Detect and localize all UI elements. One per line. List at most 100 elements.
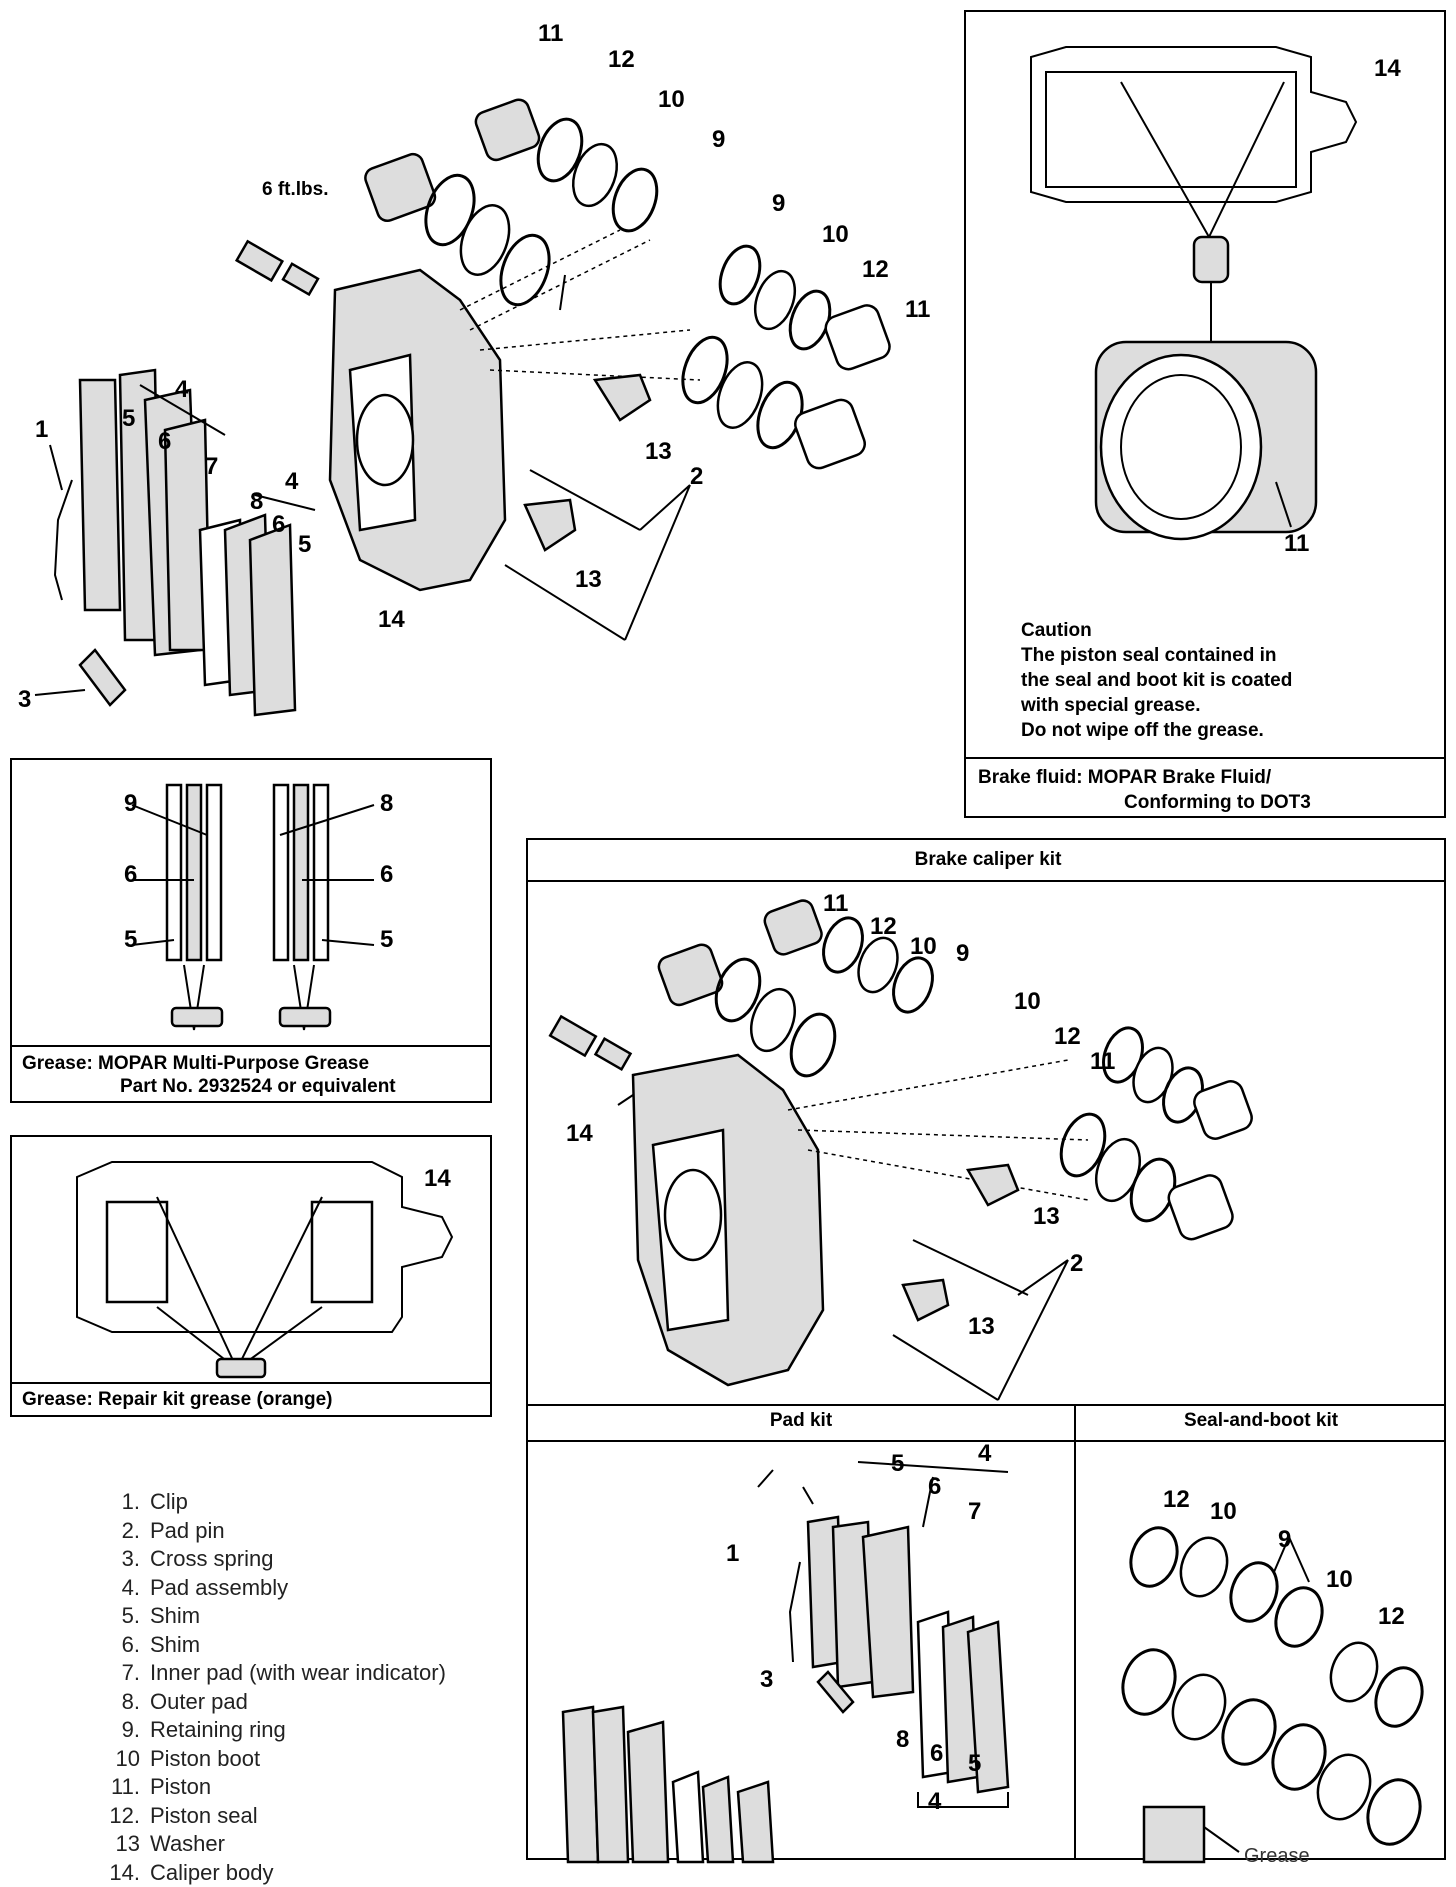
legend-text: Pad pin bbox=[150, 1517, 225, 1546]
legend-number: 9. bbox=[100, 1716, 140, 1745]
legend-number: 8. bbox=[100, 1688, 140, 1717]
legend-text: Retaining ring bbox=[150, 1716, 286, 1745]
main-diagram-drawing bbox=[0, 0, 950, 740]
main-label-13b: 13 bbox=[575, 568, 602, 592]
legend-number: 7. bbox=[100, 1659, 140, 1688]
main-label-4b: 4 bbox=[285, 470, 298, 494]
piston-detail-panel: 14 11 Caution The piston seal contained … bbox=[964, 10, 1446, 818]
main-label-6a: 6 bbox=[158, 430, 171, 454]
shim-grease-panel: 9 6 5 8 6 5 Grease: MOPAR Multi-Purpose … bbox=[10, 758, 492, 1103]
seal-label-12b: 12 bbox=[1378, 1605, 1405, 1629]
pad-label-5a: 5 bbox=[891, 1452, 904, 1476]
caliper-label-12b: 12 bbox=[1054, 1025, 1081, 1049]
main-label-13a: 13 bbox=[645, 440, 672, 464]
pad-label-4b: 4 bbox=[928, 1790, 941, 1814]
repair-grease-drawing bbox=[12, 1137, 494, 1419]
pad-label-4a: 4 bbox=[978, 1442, 991, 1466]
legend-text: Piston bbox=[150, 1773, 211, 1802]
main-label-4a: 4 bbox=[175, 378, 188, 402]
legend-item: 13 Washer bbox=[100, 1830, 446, 1859]
main-label-8: 8 bbox=[250, 490, 263, 514]
shim-right-label-8: 8 bbox=[380, 792, 393, 816]
kits-panel: Brake caliper kit Pad kit Seal-and-boot … bbox=[526, 838, 1446, 1860]
caution-line-3: with special grease. bbox=[1021, 695, 1201, 718]
main-label-11b: 11 bbox=[905, 298, 930, 322]
legend-item: 8. Outer pad bbox=[100, 1688, 446, 1717]
pad-kit-drawing bbox=[528, 1442, 1074, 1860]
legend-number: 6. bbox=[100, 1631, 140, 1660]
legend-text: Piston seal bbox=[150, 1802, 258, 1831]
caution-line-4: Do not wipe off the grease. bbox=[1021, 720, 1264, 743]
main-label-10a: 10 bbox=[658, 88, 685, 112]
shim-left-label-9: 9 bbox=[124, 792, 137, 816]
legend-item: 12. Piston seal bbox=[100, 1802, 446, 1831]
caliper-label-12a: 12 bbox=[870, 915, 897, 939]
legend-item: 1.Clip bbox=[100, 1488, 446, 1517]
main-label-12a: 12 bbox=[608, 48, 635, 72]
legend-number: 14. bbox=[100, 1859, 140, 1887]
pad-label-7: 7 bbox=[968, 1500, 981, 1524]
legend-text: Pad assembly bbox=[150, 1574, 288, 1603]
caution-line-1: The piston seal contained in bbox=[1021, 645, 1276, 668]
legend-number: 4. bbox=[100, 1574, 140, 1603]
pad-label-6b: 6 bbox=[930, 1742, 943, 1766]
legend-item: 6.Shim bbox=[100, 1631, 446, 1660]
main-label-10b: 10 bbox=[822, 223, 849, 247]
legend-text: Piston boot bbox=[150, 1745, 260, 1774]
legend-item: 9. Retaining ring bbox=[100, 1716, 446, 1745]
legend-item: 7.Inner pad (with wear indicator) bbox=[100, 1659, 446, 1688]
shim-left-label-5: 5 bbox=[124, 928, 137, 952]
legend-number: 5. bbox=[100, 1602, 140, 1631]
pad-label-6a: 6 bbox=[928, 1475, 941, 1499]
piston-label-14: 14 bbox=[1374, 57, 1401, 81]
legend-number: 12. bbox=[100, 1802, 140, 1831]
shim-divider bbox=[12, 1045, 490, 1047]
caliper-label-13b: 13 bbox=[968, 1315, 995, 1339]
caliper-label-2: 2 bbox=[1070, 1252, 1083, 1276]
main-label-6b: 6 bbox=[272, 513, 285, 537]
repair-divider bbox=[12, 1382, 490, 1384]
legend-item: 2.Pad pin bbox=[100, 1517, 446, 1546]
caliper-label-14: 14 bbox=[566, 1122, 593, 1146]
caliper-label-9: 9 bbox=[956, 942, 969, 966]
caliper-label-10a: 10 bbox=[910, 935, 937, 959]
legend-text: Washer bbox=[150, 1830, 225, 1859]
main-label-2: 2 bbox=[690, 465, 703, 489]
repair-grease-caption: Grease: Repair kit grease (orange) bbox=[22, 1389, 332, 1412]
pad-label-1: 1 bbox=[726, 1542, 739, 1566]
grease-label: Grease bbox=[1244, 1845, 1310, 1868]
caliper-label-11b: 11 bbox=[1090, 1050, 1115, 1074]
legend-number: 13 bbox=[100, 1830, 140, 1859]
legend-text: Outer pad bbox=[150, 1688, 248, 1717]
seal-label-12a: 12 bbox=[1163, 1488, 1190, 1512]
shim-grease-caption-1: Grease: MOPAR Multi-Purpose Grease bbox=[22, 1053, 369, 1076]
main-label-5a: 5 bbox=[122, 407, 135, 431]
caution-title: Caution bbox=[1021, 620, 1092, 643]
legend-item: 5.Shim bbox=[100, 1602, 446, 1631]
shim-left-label-6: 6 bbox=[124, 863, 137, 887]
caliper-label-13a: 13 bbox=[1033, 1205, 1060, 1229]
pad-kit-title: Pad kit bbox=[528, 1410, 1074, 1432]
seal-boot-kit-drawing bbox=[1074, 1442, 1448, 1860]
pad-label-8: 8 bbox=[896, 1728, 909, 1752]
legend-item: 4. Pad assembly bbox=[100, 1574, 446, 1603]
seal-label-9: 9 bbox=[1278, 1528, 1291, 1552]
caliper-kit-bottom-divider bbox=[528, 1404, 1444, 1406]
main-exploded-diagram: 11 12 10 9 6 ft.lbs. 9 10 12 11 4 5 6 1 … bbox=[0, 0, 950, 740]
legend-number: 1. bbox=[100, 1488, 140, 1517]
shim-right-label-6: 6 bbox=[380, 863, 393, 887]
main-label-7: 7 bbox=[205, 455, 218, 479]
caliper-label-10b: 10 bbox=[1014, 990, 1041, 1014]
pad-label-5b: 5 bbox=[968, 1752, 981, 1776]
legend-text: Caliper body bbox=[150, 1859, 274, 1887]
grease-packet-shape bbox=[1144, 1807, 1204, 1862]
torque-label: 6 ft.lbs. bbox=[262, 180, 329, 199]
shim-grease-caption-2: Part No. 2932524 or equivalent bbox=[120, 1076, 396, 1099]
legend-item: 3.Cross spring bbox=[100, 1545, 446, 1574]
main-label-11a: 11 bbox=[538, 22, 563, 46]
seal-label-10a: 10 bbox=[1210, 1500, 1237, 1524]
repair-label-14: 14 bbox=[424, 1167, 451, 1191]
main-label-5b: 5 bbox=[298, 533, 311, 557]
pad-label-3: 3 bbox=[760, 1668, 773, 1692]
